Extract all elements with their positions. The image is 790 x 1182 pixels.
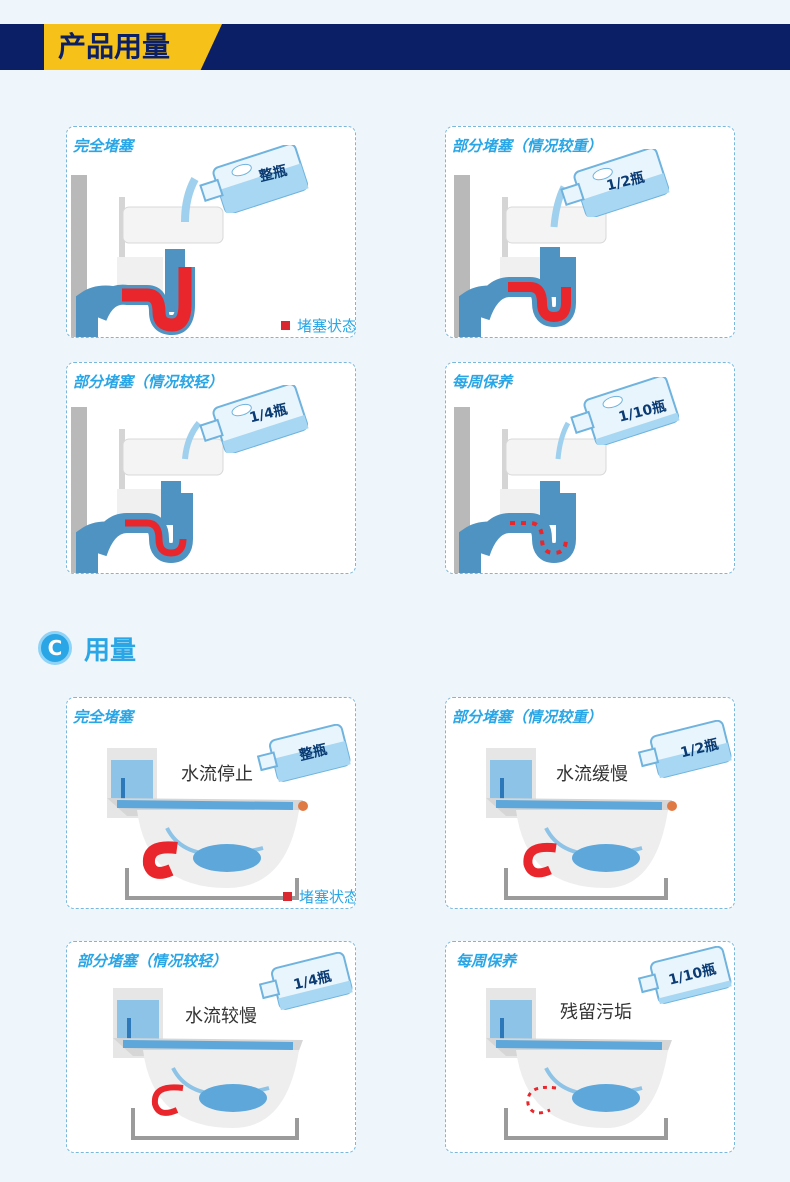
top-card-weekly: 每周保养 1/10瓶 (445, 362, 735, 574)
section-title: 用量 (84, 635, 137, 666)
card-title: 完全堵塞 (73, 137, 134, 155)
header-tab (44, 24, 222, 70)
bottom-card-full-clog: 完全堵塞 水流停止 整瓶 堵塞状态 (66, 697, 356, 909)
clog-legend: 堵塞状态 (281, 315, 356, 336)
toilet-cutaway-illustration (113, 988, 303, 1140)
toilet-side-illustration (454, 175, 607, 337)
legend-label: 堵塞状态 (297, 317, 356, 335)
bottle-icon (256, 724, 351, 783)
legend-label: 堵塞状态 (299, 888, 356, 906)
card-title: 每周保养 (456, 952, 517, 970)
section-heading: C 用量 (38, 628, 136, 668)
card-title: 完全堵塞 (73, 708, 134, 726)
top-card-heavy-clog: 部分堵塞（情况较重） 1/2瓶 (445, 126, 735, 338)
bottom-card-light-clog: 部分堵塞（情况较轻） 水流较慢 1/4瓶 (66, 941, 356, 1153)
toilet-side-illustration (71, 175, 224, 337)
bottom-card-heavy-clog: 部分堵塞（情况较重） 水流缓慢 1/2瓶 (445, 697, 735, 909)
card-title: 部分堵塞（情况较重） (452, 137, 603, 155)
bottle-icon (637, 720, 732, 779)
top-card-full-clog: 完全堵塞 整瓶 堵塞状态 (66, 126, 356, 338)
bottle-icon (199, 385, 309, 453)
top-card-light-clog: 部分堵塞（情况较轻） 1/4瓶 (66, 362, 356, 574)
water-status-text: 水流停止 (181, 764, 253, 785)
water-status-text: 残留污垢 (560, 1002, 632, 1023)
card-title: 每周保养 (452, 373, 513, 391)
page-title: 产品用量 (58, 30, 171, 63)
bottle-icon (560, 149, 670, 217)
toilet-cutaway-illustration (486, 988, 672, 1140)
legend-swatch (281, 321, 290, 330)
clog-legend: 堵塞状态 (283, 886, 356, 907)
toilet-cutaway-illustration (107, 748, 308, 900)
water-status-text: 水流较慢 (185, 1006, 257, 1027)
card-title: 部分堵塞（情况较重） (452, 708, 603, 726)
bottle-icon (570, 377, 680, 445)
bottle-icon (199, 145, 309, 213)
toilet-side-illustration (71, 407, 224, 573)
water-status-text: 水流缓慢 (556, 764, 628, 785)
card-title: 部分堵塞（情况较轻） (77, 952, 228, 970)
toilet-cutaway-illustration (486, 748, 677, 900)
c-badge-icon: C (38, 631, 72, 665)
bottle-icon (258, 952, 353, 1011)
bottle-icon (637, 946, 732, 1005)
bottom-card-weekly: 每周保养 残留污垢 1/10瓶 (445, 941, 735, 1153)
legend-swatch (283, 892, 292, 901)
toilet-side-illustration (454, 407, 607, 573)
card-title: 部分堵塞（情况较轻） (73, 373, 224, 391)
